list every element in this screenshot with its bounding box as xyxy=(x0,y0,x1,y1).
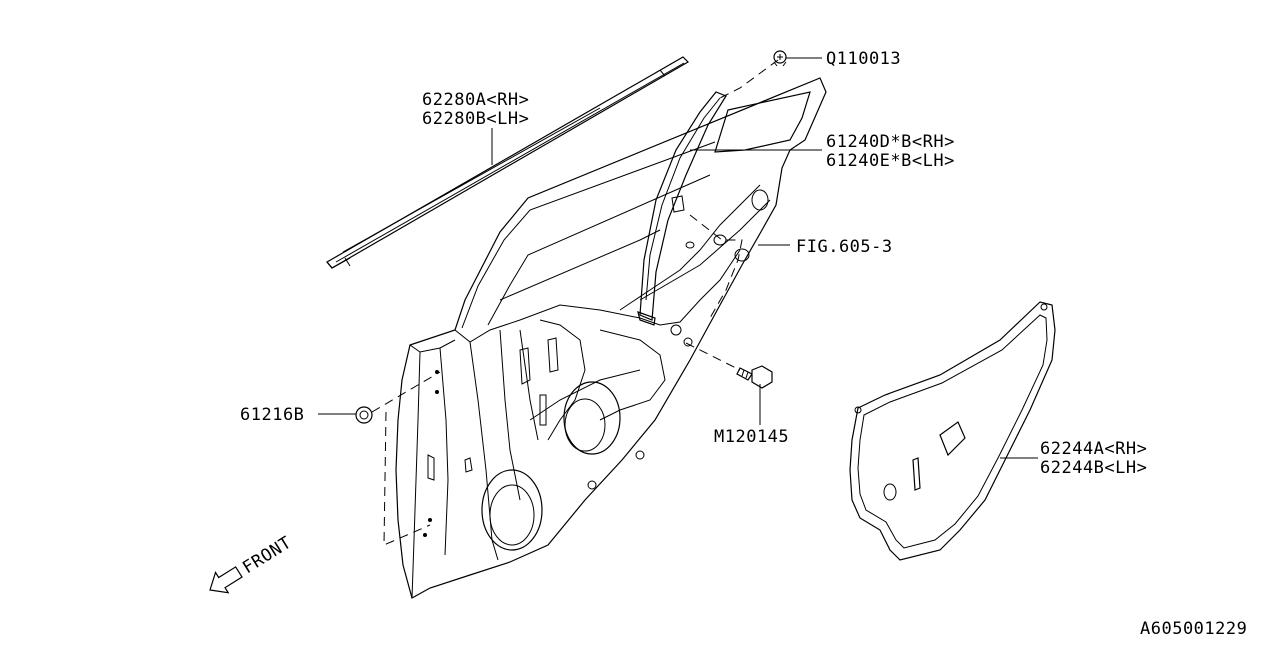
leader-lines xyxy=(318,57,1038,459)
label-62280b: 62280B<LH> xyxy=(422,109,529,129)
label-m120145: M120145 xyxy=(714,427,789,447)
plug-part[interactable] xyxy=(355,406,373,424)
label-62280a: 62280A<RH> xyxy=(422,90,529,110)
label-62244b: 62244B<LH> xyxy=(1040,458,1147,478)
figure-number: A605001229 xyxy=(1140,619,1247,639)
label-61216b: 61216B xyxy=(240,405,304,425)
assembly-dashed-lines xyxy=(371,59,779,546)
label-q110013: Q110013 xyxy=(826,49,901,69)
clip-part[interactable] xyxy=(773,50,787,67)
label-61240d: 61240D*B<RH> xyxy=(826,132,955,152)
belt-weatherstrip[interactable] xyxy=(326,56,689,269)
door-sash[interactable] xyxy=(637,91,727,326)
bolt-part[interactable] xyxy=(736,365,773,389)
front-label: FRONT xyxy=(239,533,295,578)
label-fig-605-3: FIG.605-3 xyxy=(796,237,893,257)
label-61240e: 61240E*B<LH> xyxy=(826,151,955,171)
sealing-cover[interactable] xyxy=(849,301,1056,561)
door-panel[interactable] xyxy=(395,77,827,599)
label-62244a: 62244A<RH> xyxy=(1040,439,1147,459)
front-direction-arrow: FRONT xyxy=(209,533,295,594)
